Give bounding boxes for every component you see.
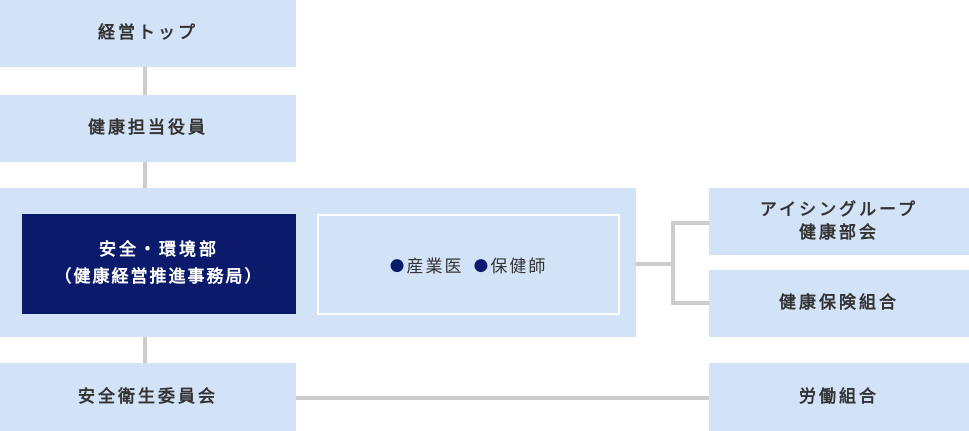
industrial-physician-label: 産業医 [406,257,464,277]
public-health-nurse-label: 保健師 [490,257,548,277]
bullet-icon: ● [389,254,407,275]
safety-committee-box: 安全衛生委員会 [0,363,296,431]
medical-staff-box: ● 産業医 ● 保健師 [317,214,620,315]
safety-environment-dept-label: 安全・環境部 [99,239,219,260]
health-insurance-label: 健康保険組合 [779,293,899,314]
health-committee-label: 健康部会 [798,222,879,243]
connector-branch-top [671,221,709,225]
health-officer-label: 健康担当役員 [88,118,208,139]
aisin-group-health-committee-box: アイシングループ 健康部会 [709,188,969,255]
top-management-box: 経営トップ [0,0,296,67]
connector-officer-to-dept [143,162,147,188]
connector-committee-to-union [296,396,709,400]
health-officer-box: 健康担当役員 [0,95,296,162]
labor-union-box: 労働組合 [709,363,969,431]
aisin-group-label: アイシングループ [759,200,919,221]
health-insurance-box: 健康保険組合 [709,270,969,337]
connector-dept-horizontal [636,262,674,266]
connector-top-to-officer [143,67,147,95]
safety-committee-label: 安全衛生委員会 [78,386,218,407]
health-management-office-label: （健康経営推進事務局） [54,267,264,287]
safety-environment-dept-box: 安全・環境部 （健康経営推進事務局） [22,214,296,314]
connector-branch-bottom [671,301,709,305]
connector-branch-vertical [671,221,675,305]
connector-dept-to-committee [143,337,147,363]
top-management-label: 経営トップ [98,23,198,44]
bullet-icon: ● [473,254,491,275]
labor-union-label: 労働組合 [799,386,879,407]
